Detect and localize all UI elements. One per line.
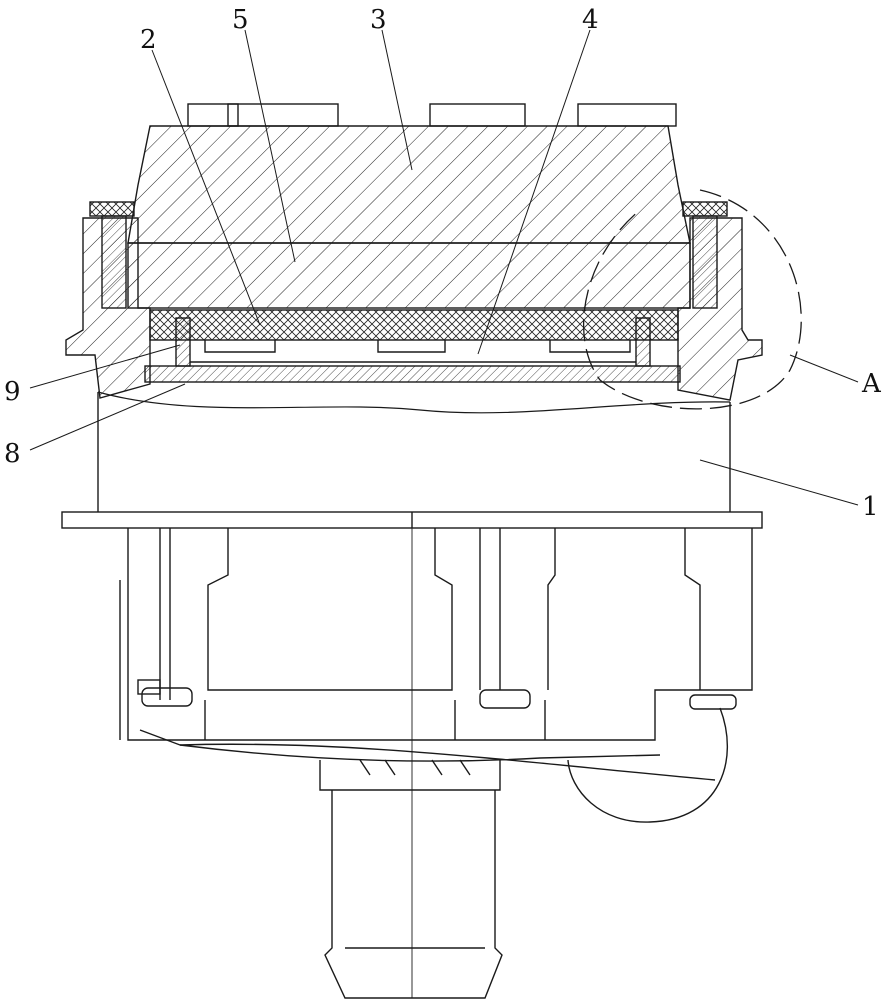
label-part-8: 8 xyxy=(4,439,21,469)
label-part-5: 5 xyxy=(232,5,249,35)
label-part-1: 1 xyxy=(862,492,879,522)
main-body xyxy=(62,392,762,528)
top-cover xyxy=(128,104,690,243)
label-part-9: 9 xyxy=(4,377,21,407)
label-part-3: 3 xyxy=(370,5,387,35)
housing-ring xyxy=(128,243,690,308)
label-detail-a: A xyxy=(861,369,882,399)
label-part-4: 4 xyxy=(582,5,599,35)
seal-layer xyxy=(150,310,678,340)
break-line xyxy=(98,392,730,413)
lower-assembly xyxy=(120,528,752,998)
label-part-2: 2 xyxy=(140,25,157,55)
